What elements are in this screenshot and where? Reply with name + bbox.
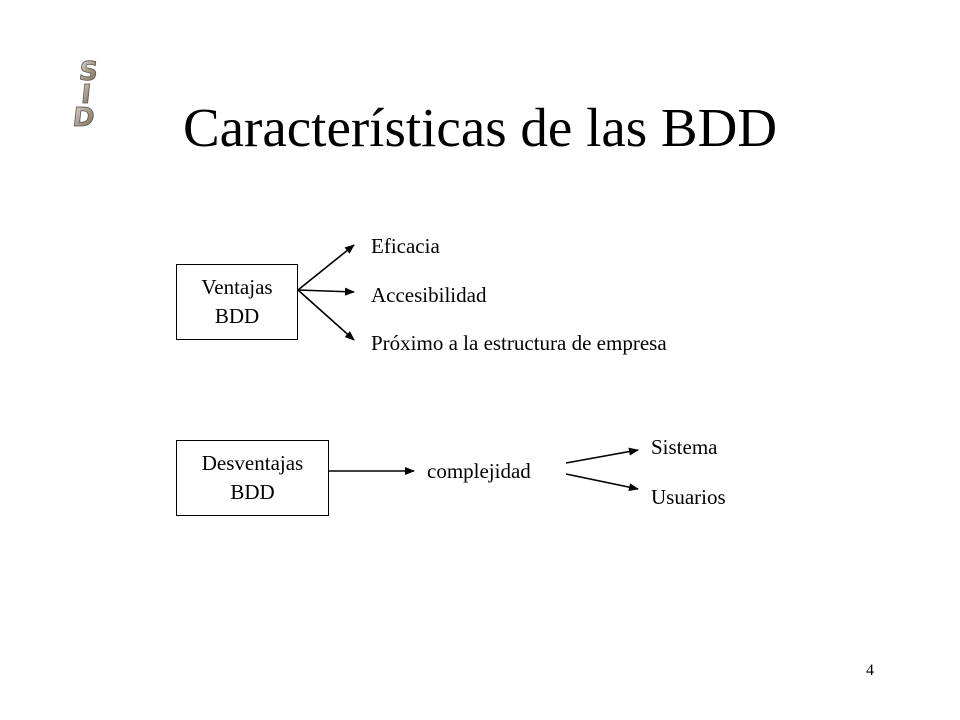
complejidad-label: complejidad (427, 459, 531, 483)
ventaja-item-accesibilidad: Accesibilidad (371, 283, 487, 307)
slide-title: Características de las BDD (182, 97, 778, 158)
logo-letter-i: I (80, 80, 93, 110)
page-number: 4 (866, 662, 874, 679)
arrow-to-accesibilidad (297, 287, 355, 296)
arrow-to-proximo (297, 289, 355, 341)
logo-letter-s: S (78, 58, 100, 87)
arrow-to-sistema (565, 447, 639, 464)
ventajas-box-line1: Ventajas (201, 275, 273, 299)
arrow-to-eficacia (297, 244, 355, 291)
arrow-to-usuarios (565, 473, 639, 492)
desventaja-item-usuarios: Usuarios (651, 485, 726, 509)
desventajas-box-line2: BDD (230, 480, 275, 504)
sid-logo: S I D (71, 58, 100, 130)
desventajas-box: Desventajas BDD (176, 440, 329, 516)
ventaja-item-proximo: Próximo a la estructura de empresa (371, 331, 667, 355)
desventajas-box-line1: Desventajas (201, 451, 304, 475)
desventaja-item-sistema: Sistema (651, 435, 718, 459)
ventajas-box: Ventajas BDD (176, 264, 298, 340)
logo-letter-d: D (71, 103, 96, 130)
ventajas-box-line2: BDD (214, 304, 260, 328)
ventaja-item-eficacia: Eficacia (371, 234, 440, 258)
